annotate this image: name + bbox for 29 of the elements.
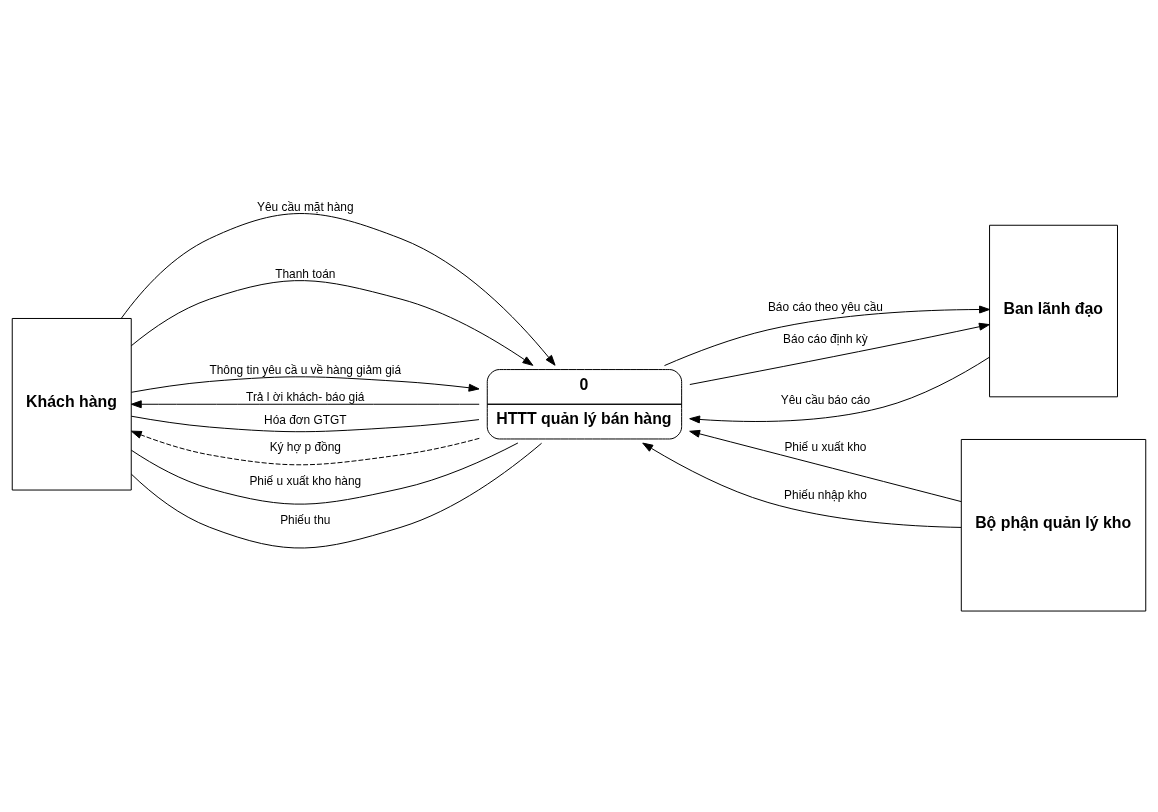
edge-label: Hóa đơn GTGT (264, 412, 347, 427)
connector (130, 442, 543, 549)
arrow (689, 322, 990, 385)
arrow (663, 305, 990, 367)
node-box: Ban lãnh đạo (989, 224, 1118, 398)
node-box: Bộ phận quản lý kho (960, 438, 1147, 612)
connector (130, 415, 480, 433)
arrow (120, 213, 556, 366)
arrow (689, 429, 962, 503)
edge-label: Ký hợ p đồng (269, 440, 341, 455)
arrow (642, 442, 962, 528)
edge-label: Yêu cầu mặt hàng (257, 199, 354, 214)
node-box: Khách hàng (11, 318, 132, 491)
edge-label: Yêu cầu báo cáo (780, 392, 871, 407)
edge-label: Phiế u xuất kho (784, 440, 867, 455)
connector (130, 442, 519, 505)
edge-label: Trả l ời khách- báo giá (246, 389, 365, 404)
edge-label: Báo cáo định kỳ (783, 332, 868, 347)
arrow (130, 376, 480, 393)
arrow (689, 356, 990, 424)
arrow (130, 280, 534, 366)
arrow (130, 400, 480, 409)
edge-label: Thông tin yêu cầ u về hàng giảm giá (209, 363, 402, 378)
edge-label: Phiếu nhập kho (784, 488, 867, 503)
edge-label: Phiế u xuất kho hàng (249, 474, 362, 489)
edge-label: Phiếu thu (280, 512, 331, 527)
edge-label: Thanh toán (275, 266, 336, 281)
edge-label: Báo cáo theo yêu cầu (767, 299, 883, 314)
arrow (130, 430, 480, 466)
